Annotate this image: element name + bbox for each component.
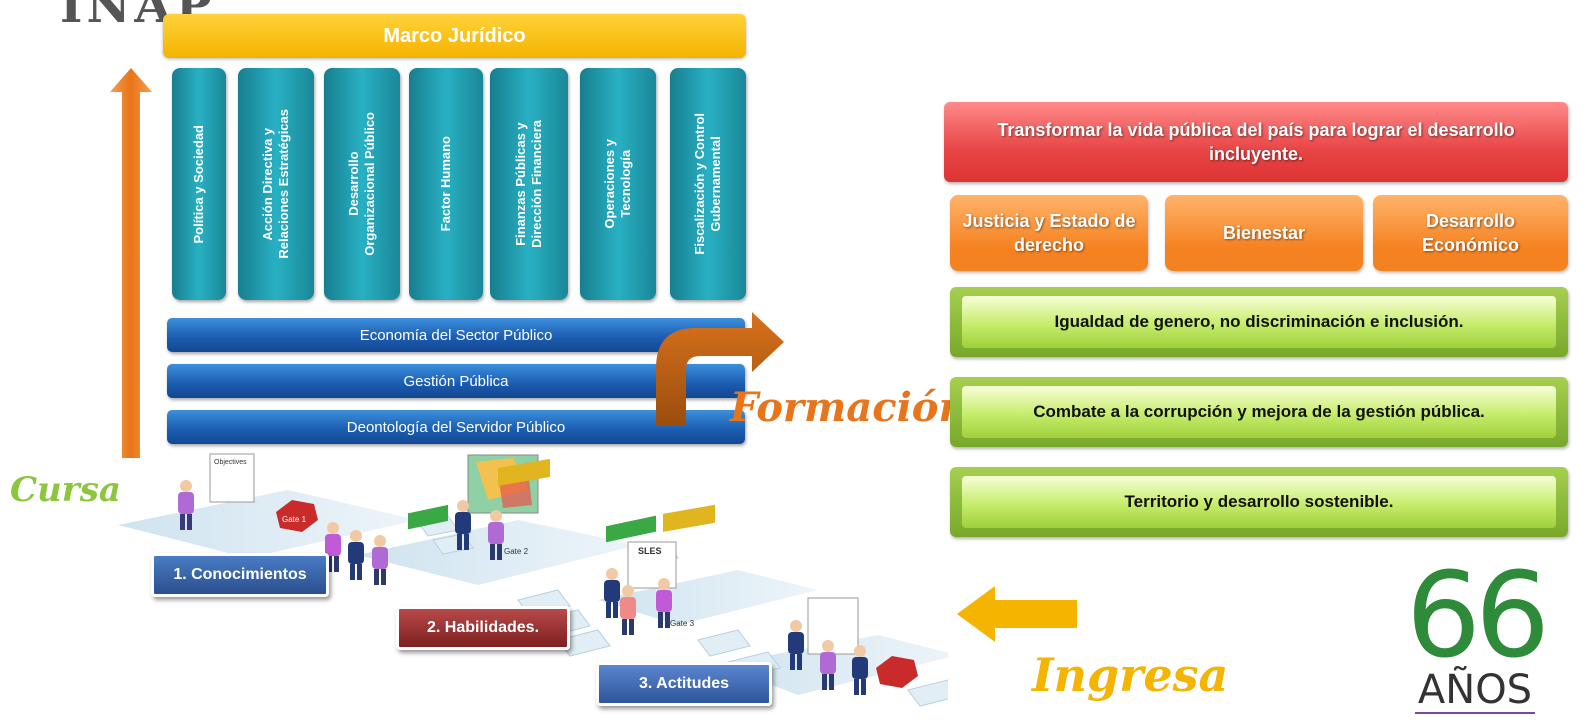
pillar-label: Operaciones y Tecnología <box>602 139 633 229</box>
pillar-label: Factor Humano <box>438 136 453 232</box>
pillar-label: Finanzas Públicas y Dirección Financiera <box>513 120 544 248</box>
platform-1 <box>118 490 418 558</box>
objectives-board <box>209 453 255 503</box>
pillar-factor-humano: Factor Humano <box>409 68 483 300</box>
gate-1-label: Gate 1 <box>282 515 307 524</box>
transversal-label: Combate a la corrupción y mejora de la g… <box>962 386 1556 438</box>
gate-2-label: Gate 2 <box>504 547 529 556</box>
pillar-label: Fiscalización y Control Gubernamental <box>692 113 723 255</box>
pillar-label: Acción Directiva y Relaciones Estratégic… <box>260 109 291 259</box>
pillar-operaciones: Operaciones y Tecnología <box>580 68 656 300</box>
step-conocimientos: 1. Conocimientos <box>151 553 329 597</box>
pillar-label: Desarrollo Organizacional Público <box>346 112 377 256</box>
anniversary-logo: 66 AÑOS <box>1400 546 1550 726</box>
off-ramp-sign <box>408 504 448 530</box>
pillar-politica: Política y Sociedad <box>172 68 226 300</box>
label-ingresa: Ingresa <box>1032 648 1229 702</box>
pillar-accion-directiva: Acción Directiva y Relaciones Estratégic… <box>238 68 314 300</box>
ramp-label: Ramp <box>428 579 447 586</box>
gate-2-sign <box>498 458 550 486</box>
transversal-label: Igualdad de genero, no discriminación e … <box>962 296 1556 348</box>
upward-arrow-icon <box>110 68 152 458</box>
bar-economia: Economía del Sector Público <box>167 318 745 352</box>
bar-gestion: Gestión Pública <box>167 364 745 398</box>
left-arrow-icon <box>957 586 1077 642</box>
bent-arrow-icon <box>656 312 784 426</box>
marco-juridico-banner: Marco Jurídico <box>163 14 746 58</box>
off-label: Off <box>412 583 421 590</box>
platform-3 <box>598 570 818 625</box>
sles-sign: SLES <box>638 546 662 556</box>
pillar-label: Política y Sociedad <box>191 124 206 244</box>
anniversary-underline <box>1415 712 1535 714</box>
anniversary-number: 66 <box>1405 546 1550 684</box>
goal-text: Transformar la vida pública del país par… <box>997 120 1515 164</box>
gate-3-sign <box>663 504 715 532</box>
pillar-desarrollo-organizacional: Desarrollo Organizacional Público <box>324 68 400 300</box>
axis-justicia: Justicia y Estado de derecho <box>950 195 1148 271</box>
transversal-territorio: Territorio y desarrollo sostenible. <box>950 467 1568 537</box>
anniversary-word: AÑOS <box>1417 667 1533 713</box>
people-group <box>178 480 868 695</box>
axis-label: Justicia y Estado de derecho <box>962 211 1136 255</box>
goal-box: Transformar la vida pública del país par… <box>944 102 1568 182</box>
off-ramp-sign-2 <box>606 515 656 543</box>
transversal-label: Territorio y desarrollo sostenible. <box>962 476 1556 528</box>
axis-label: Desarrollo Económico <box>1421 211 1519 255</box>
pillar-finanzas: Finanzas Públicas y Dirección Financiera <box>490 68 568 300</box>
gate-3-label: Gate 3 <box>670 619 695 628</box>
label-formacion: Formación <box>730 384 968 431</box>
bar-deontologia: Deontología del Servidor Público <box>167 410 745 444</box>
transversal-igualdad: Igualdad de genero, no discriminación e … <box>950 287 1568 357</box>
stop-sign <box>876 656 918 688</box>
step-actitudes: 3. Actitudes <box>596 662 772 706</box>
gate-1-sign <box>276 500 318 532</box>
axis-desarrollo: Desarrollo Económico <box>1373 195 1568 271</box>
pillar-fiscalizacion: Fiscalización y Control Gubernamental <box>670 68 746 300</box>
label-cursa: Cursa <box>10 470 121 510</box>
objectives-sign: Objectives <box>214 459 247 466</box>
axis-bienestar: Bienestar <box>1165 195 1363 271</box>
step-habilidades: 2. Habilidades. <box>396 606 570 650</box>
transversal-corrupcion: Combate a la corrupción y mejora de la g… <box>950 377 1568 447</box>
axis-label: Bienestar <box>1222 223 1306 243</box>
